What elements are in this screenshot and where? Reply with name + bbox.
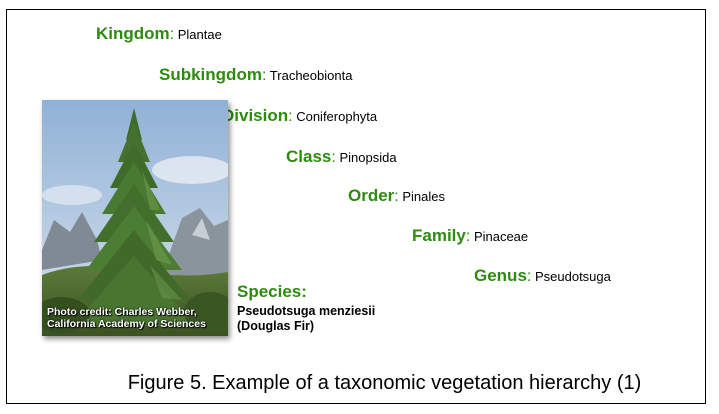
photo-credit-line2: California Academy of Sciences [47,318,206,330]
rank-label: Division [222,106,288,125]
rank-subkingdom: Subkingdom: Tracheobionta [159,65,352,85]
rank-class: Class: Pinopsida [286,147,397,167]
rank-value: Coniferophyta [296,109,377,124]
rank-family: Family: Pinaceae [412,226,528,246]
rank-value: Pseudotsuga [535,269,611,284]
rank-value: Pinaceae [474,229,528,244]
rank-label: Family [412,226,466,245]
species-scientific-name: Pseudotsuga menziesii [237,304,375,319]
photo-credit-line1: Photo credit: Charles Webber, [47,306,206,318]
rank-label: Order [348,186,394,205]
photo-credit: Photo credit: Charles Webber, California… [47,306,206,330]
rank-value: Pinopsida [339,150,396,165]
rank-division: Division: Coniferophyta [222,106,377,126]
rank-value: Pinales [402,189,445,204]
species-name: Pseudotsuga menziesii (Douglas Fir) [237,304,375,334]
douglas-fir-photo: Photo credit: Charles Webber, California… [42,100,228,336]
species-common-name: (Douglas Fir) [237,319,375,334]
rank-label: Class [286,147,331,166]
rank-genus: Genus: Pseudotsuga [474,266,611,286]
figure-caption: Figure 5. Example of a taxonomic vegetat… [0,372,719,395]
rank-value: Tracheobionta [270,68,353,83]
rank-label: Subkingdom [159,65,262,84]
rank-label: Genus [474,266,527,285]
rank-label: Kingdom [96,24,170,43]
tree-illustration [42,100,228,336]
species-label: Species: [237,282,307,302]
rank-kingdom: Kingdom: Plantae [96,24,222,44]
rank-value: Plantae [178,27,222,42]
rank-order: Order: Pinales [348,186,445,206]
